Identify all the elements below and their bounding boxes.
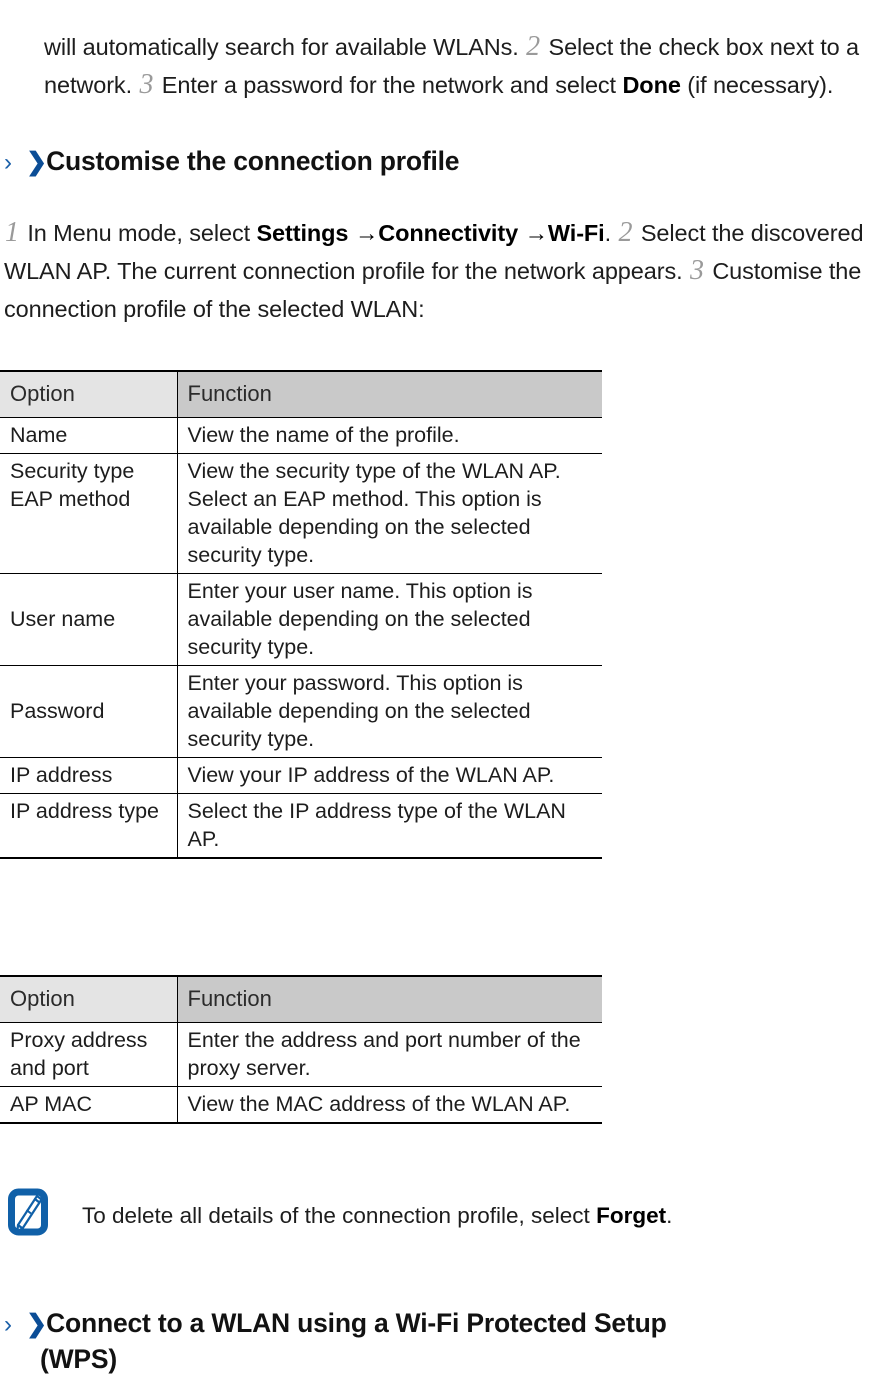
section-heading-title-line-1: Connect to a WLAN using a Wi-Fi Protecte… xyxy=(46,1308,667,1338)
step-number-1: 1 xyxy=(5,216,19,248)
steps-text-b: Select the discovered WLAN AP. The curre… xyxy=(4,219,864,284)
note-block: To delete all details of the connection … xyxy=(8,1186,878,1238)
table-cell-option: AP MAC xyxy=(0,1086,178,1124)
table-cell-option: User name xyxy=(0,573,178,666)
note-pen-icon xyxy=(8,1186,52,1238)
table-cell-option: Password xyxy=(0,665,178,758)
section-heading-title-line-2: (WPS) xyxy=(40,1344,118,1374)
table-header-row: Option Function xyxy=(0,975,602,1023)
table-cell-function: View your IP address of the WLAN AP. xyxy=(177,757,602,794)
note-text-a: To delete all details of the connection … xyxy=(82,1203,590,1228)
steps-text-a: In Menu mode, select xyxy=(27,219,251,246)
table-header-option: Option xyxy=(0,975,178,1023)
table-cell-function: View the MAC address of the WLAN AP. xyxy=(177,1086,602,1124)
note-text: To delete all details of the connection … xyxy=(52,1193,672,1231)
intro-paragraph: will automatically search for available … xyxy=(44,28,887,104)
step-number-2b: 2 xyxy=(618,216,633,248)
menu-path-connectivity: Connectivity xyxy=(378,219,519,246)
intro-bold-done: Done xyxy=(622,71,681,98)
section-heading-customise-connection-profile: › ❯Customise the connection profile xyxy=(4,144,874,180)
section-heading-title: Customise the connection profile xyxy=(46,146,460,176)
table-cell-option: IP address type xyxy=(0,793,178,859)
menu-path-wifi: Wi-Fi xyxy=(547,219,605,246)
chevron-right-bold-icon: ❯ xyxy=(26,1310,47,1338)
intro-text-d: (if necessary). xyxy=(687,71,834,98)
table-cell-function: View the security type of the WLAN AP. S… xyxy=(177,453,602,574)
section-heading-connect-wlan-wps: › ❯Connect to a WLAN using a Wi-Fi Prote… xyxy=(4,1306,882,1376)
chevron-right-light-icon: › xyxy=(4,149,12,176)
steps-paragraph: 1 In Menu mode, select Settings →Connect… xyxy=(4,214,879,328)
table-header-function: Function xyxy=(177,370,602,418)
intro-text-b: Select the check box next to a network. xyxy=(44,33,860,98)
note-bold-forget: Forget xyxy=(596,1203,667,1228)
table-cell-option: Proxy address and port xyxy=(0,1022,178,1087)
intro-text-c: Enter a password for the network and sel… xyxy=(161,71,616,98)
table-cell-function: Enter the address and port number of the… xyxy=(177,1022,602,1087)
arrow-right-icon-1: → xyxy=(354,219,379,246)
table-cell-option: Security type EAP method xyxy=(0,453,178,574)
steps-period: . xyxy=(604,219,612,246)
menu-path-settings: Settings xyxy=(256,219,349,246)
table-header-option: Option xyxy=(0,370,178,418)
steps-text-c: Customise the connection profile of the … xyxy=(4,257,862,322)
intro-text-a: will automatically search for available … xyxy=(44,33,519,60)
table-cell-function: Enter your user name. This option is ava… xyxy=(177,573,602,666)
step-number-3: 3 xyxy=(139,68,154,100)
table-header-function: Function xyxy=(177,975,602,1023)
table-header-row: Option Function xyxy=(0,370,602,418)
table-cell-option: IP address xyxy=(0,757,178,794)
chevron-right-light-icon: › xyxy=(4,1311,12,1338)
arrow-right-icon-2: → xyxy=(524,219,548,246)
table-cell-function: View the name of the profile. xyxy=(177,417,602,454)
step-number-3b: 3 xyxy=(689,254,704,286)
table-cell-function: Enter your password. This option is avai… xyxy=(177,665,602,758)
step-number-2: 2 xyxy=(526,30,541,62)
table-cell-function: Select the IP address type of the WLAN A… xyxy=(177,793,602,859)
chevron-right-bold-icon: ❯ xyxy=(26,148,47,176)
note-text-b: . xyxy=(666,1203,673,1228)
table-cell-option: Name xyxy=(0,417,178,454)
